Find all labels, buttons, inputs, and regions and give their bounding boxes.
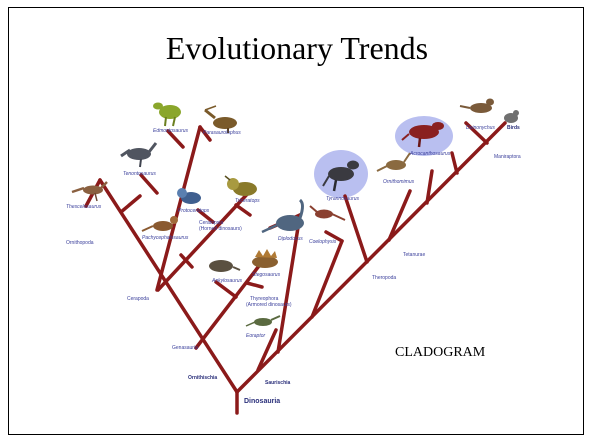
label-ornithopoda: Ornithopoda xyxy=(66,240,94,246)
ornithomimus-figure xyxy=(377,153,410,171)
label-ankylosaurus: Ankylosaurus xyxy=(211,278,243,284)
label-diplodocus: Diplodocus xyxy=(278,236,303,242)
label-ornithischia: Ornithischia xyxy=(188,375,217,381)
triceratops-figure xyxy=(225,176,257,196)
cladogram-caption: CLADOGRAM xyxy=(395,345,485,361)
label-ornithomimus: Ornithomimus xyxy=(383,179,415,185)
label-tetanurae: Tetanurae xyxy=(403,252,425,258)
parasaurolophus-figure xyxy=(205,106,237,133)
label-thescelosaurus: Thescelosaurus xyxy=(66,204,102,210)
coelophysis-figure xyxy=(310,206,345,220)
label-ceratopsia-sub: (Horned dinosaurs) xyxy=(199,226,242,232)
eoraptor-figure xyxy=(246,316,280,326)
label-thyreophora-sub: (Armored dinosaurs) xyxy=(246,302,292,308)
label-maniraptora: Maniraptora xyxy=(494,154,521,160)
label-tenontosaurus: Tenontosaurus xyxy=(123,171,156,177)
label-theropoda: Theropoda xyxy=(372,275,396,281)
label-cerapoda: Cerapoda xyxy=(127,296,149,302)
label-saurischia: Saurischia xyxy=(265,380,291,386)
label-protoceratops: Protoceratops xyxy=(178,208,210,214)
label-eoraptor: Eoraptor xyxy=(246,333,266,339)
cladogram-branches xyxy=(86,123,505,413)
label-birds: Birds xyxy=(507,125,520,131)
edmontosaurus-figure xyxy=(153,103,181,127)
bird-figure xyxy=(504,110,519,123)
label-deinonychus: Deinonychus xyxy=(466,125,495,131)
label-edmontosaurus: Edmontosaurus xyxy=(153,128,189,134)
label-parasaurolophus: Parasaurolophus xyxy=(203,130,241,136)
deinonychus-figure xyxy=(460,99,494,114)
label-dinosauria: Dinosauria xyxy=(244,398,280,405)
label-stegosaurus: Stegosaurus xyxy=(252,272,281,278)
label-acrocanthosaurus: Acrocanthosaurus xyxy=(409,151,451,157)
label-tyrannosaurus: Tyrannosaurus xyxy=(326,196,359,202)
label-triceratops: Triceratops xyxy=(235,198,260,204)
ankylosaurus-figure xyxy=(209,260,240,272)
label-pachycephalosaurus: Pachycephalosaurus xyxy=(142,235,189,241)
label-genasauria: Genasauria xyxy=(172,345,198,351)
label-coelophysis: Coelophysis xyxy=(309,239,337,245)
tenontosaurus-figure xyxy=(121,143,156,167)
stegosaurus-figure xyxy=(252,249,278,268)
